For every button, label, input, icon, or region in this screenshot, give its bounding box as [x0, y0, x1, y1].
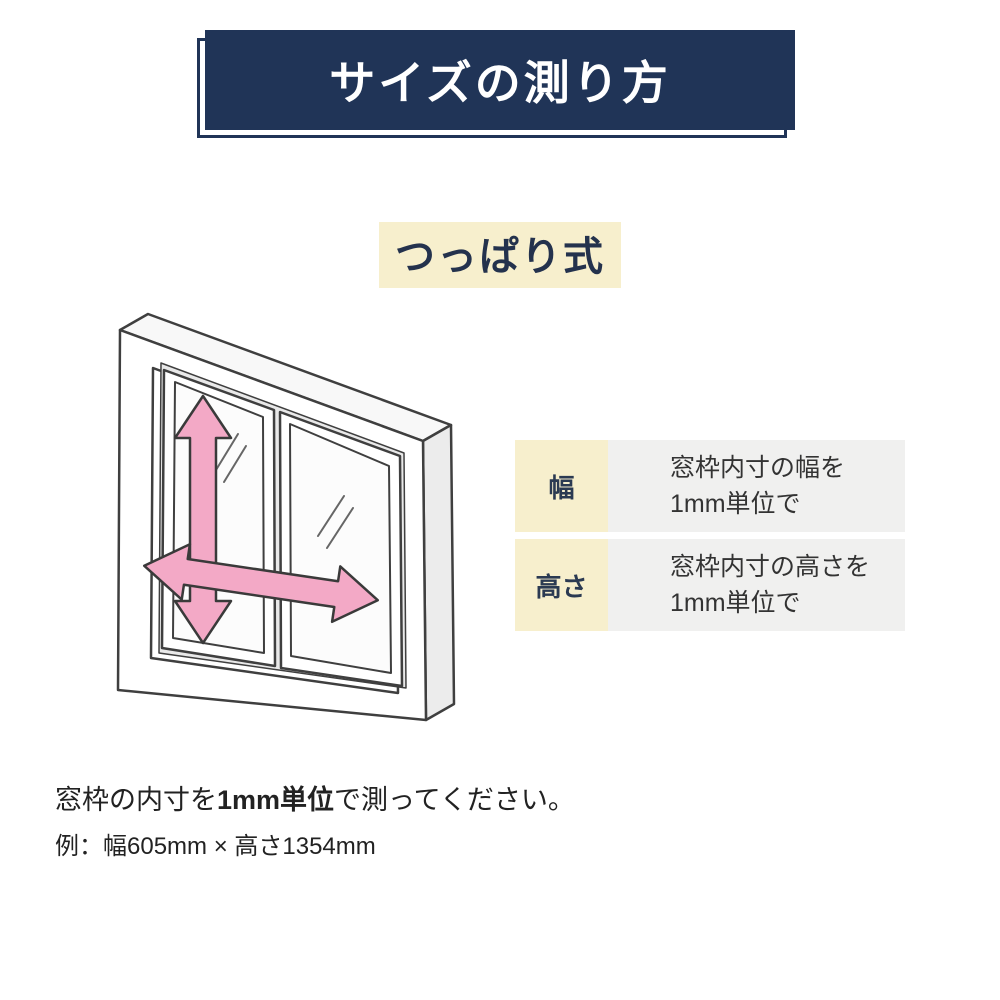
- glass-hatch: [215, 433, 354, 549]
- instruction-suffix: で測ってください。: [334, 785, 575, 815]
- instruction-text: 窓枠の内寸を1mm単位で測ってください。: [55, 778, 575, 817]
- instruction-prefix: 窓枠の内寸を: [55, 785, 217, 815]
- row-body-line2: 1mm単位で: [670, 589, 801, 617]
- height-arrow: [173, 394, 233, 645]
- row-body-width: 窓枠内寸の幅を 1mm単位で: [608, 440, 905, 532]
- page-title: サイズの測り方: [329, 57, 671, 109]
- window-illustration: [116, 312, 456, 722]
- width-arrow: [143, 542, 379, 624]
- row-body-line1: 窓枠内寸の高さを: [670, 552, 871, 581]
- subtitle-highlight: つっぱり式: [379, 222, 621, 288]
- measurement-table: 幅 窓枠内寸の幅を 1mm単位で 高さ 窓枠内寸の高さを 1mm単位で: [515, 440, 905, 638]
- title-box: サイズの測り方: [205, 30, 795, 130]
- instruction-bold: 1mm単位: [217, 785, 335, 815]
- title-banner: サイズの測り方: [197, 30, 795, 138]
- row-body-height: 窓枠内寸の高さを 1mm単位で: [608, 539, 905, 631]
- right-glass: [289, 423, 392, 674]
- table-row: 高さ 窓枠内寸の高さを 1mm単位で: [515, 539, 905, 631]
- example-text: 例：幅605mm × 高さ1354mm: [55, 833, 376, 860]
- window-right-face: [421, 423, 456, 722]
- row-body-line1: 窓枠内寸の幅を: [670, 453, 846, 482]
- table-row: 幅 窓枠内寸の幅を 1mm単位で: [515, 440, 905, 532]
- subtitle-row: つっぱり式: [0, 222, 1000, 288]
- row-header-height: 高さ: [515, 539, 608, 631]
- row-body-line2: 1mm単位で: [670, 490, 801, 518]
- row-header-width: 幅: [515, 440, 608, 532]
